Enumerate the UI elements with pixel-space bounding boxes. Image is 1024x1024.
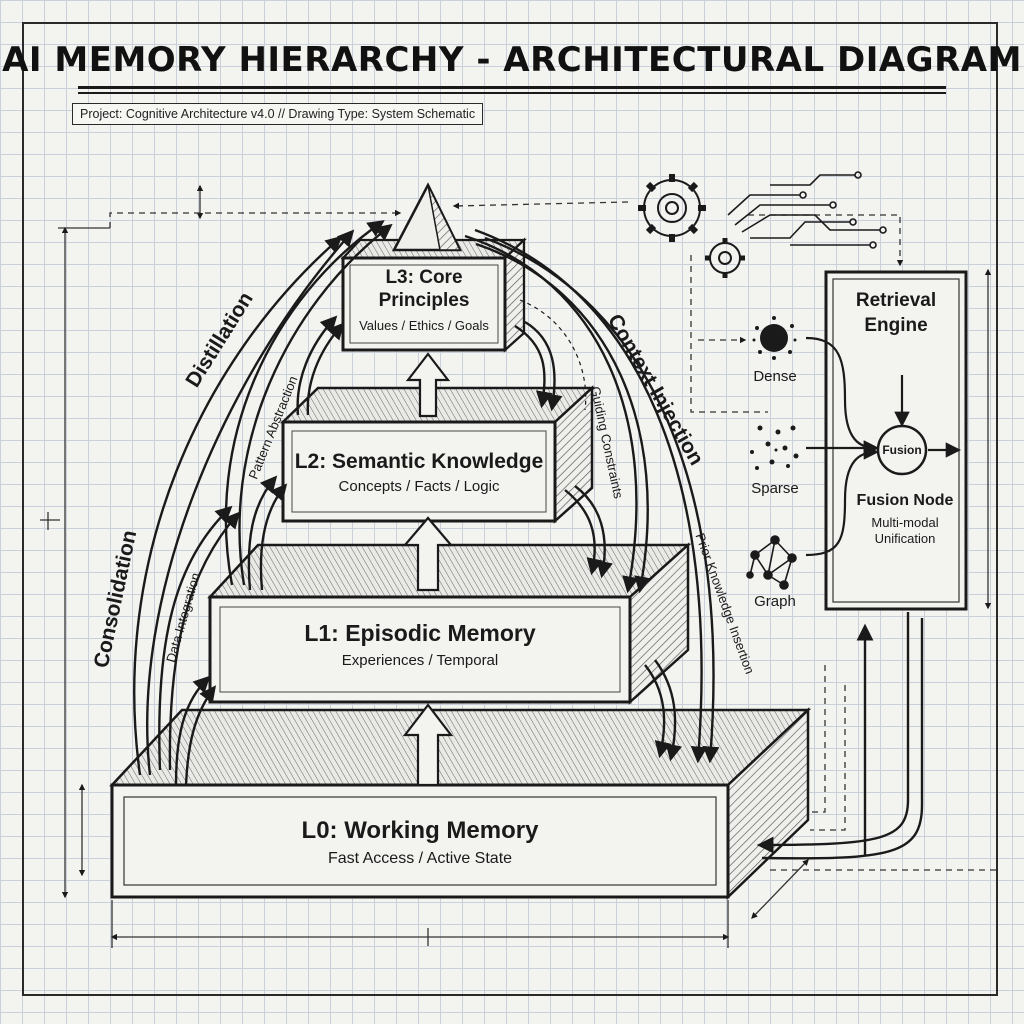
level-up-arrows [402, 352, 454, 787]
gear-icon [638, 174, 706, 242]
l1-title: L1: Episodic Memory [304, 620, 536, 646]
retrieval-engine-title-line1: Retrieval [855, 290, 937, 311]
apex-pyramid [391, 182, 463, 252]
graph-label: Graph [754, 593, 796, 610]
project-info-box: Project: Cognitive Architecture v4.0 // … [72, 103, 484, 125]
fusion-arrows [805, 336, 962, 557]
fusion-node-title: Fusion Node [856, 492, 954, 509]
sparse-icon [750, 425, 799, 470]
l2-subtitle: Concepts / Facts / Logic [338, 478, 500, 495]
l0-subtitle: Fast Access / Active State [327, 850, 513, 867]
title-underline [78, 86, 946, 89]
l3-subtitle: Values / Ethics / Goals [359, 318, 489, 333]
level-l2-block [279, 385, 596, 524]
fusion-node-line1: Multi-modal [871, 515, 939, 530]
level-l0-block [109, 707, 812, 900]
diagram-title: AI MEMORY HIERARCHY - ARCHITECTURAL DIAG… [2, 40, 1022, 80]
l3-title-line1: L3: Core [385, 267, 463, 288]
sparse-label: Sparse [751, 480, 799, 497]
fusion-circle-label: Fusion [882, 443, 922, 457]
l3-title-line2: Principles [378, 290, 470, 311]
graph-icon [746, 535, 797, 590]
l0-title: L0: Working Memory [301, 817, 539, 844]
circuit-icon [727, 171, 887, 249]
l1-subtitle: Experiences / Temporal [341, 652, 499, 669]
level-l1-block [207, 542, 692, 705]
retrieval-engine-box [824, 270, 968, 611]
dimension-lines [40, 184, 992, 948]
l2-title: L2: Semantic Knowledge [294, 450, 544, 473]
retrieval-return-arrows [756, 612, 924, 860]
dense-label: Dense [753, 368, 797, 385]
small-gear-icon [705, 238, 745, 278]
downward-flow-arrows [464, 228, 720, 764]
fusion-node-line2: Unification [874, 531, 936, 546]
retrieval-engine-title-line2: Engine [864, 315, 928, 336]
title-underline-thin [78, 92, 946, 94]
dense-icon [752, 316, 797, 360]
dashed-connectors [109, 201, 1000, 871]
upward-flow-arrows [133, 220, 393, 786]
